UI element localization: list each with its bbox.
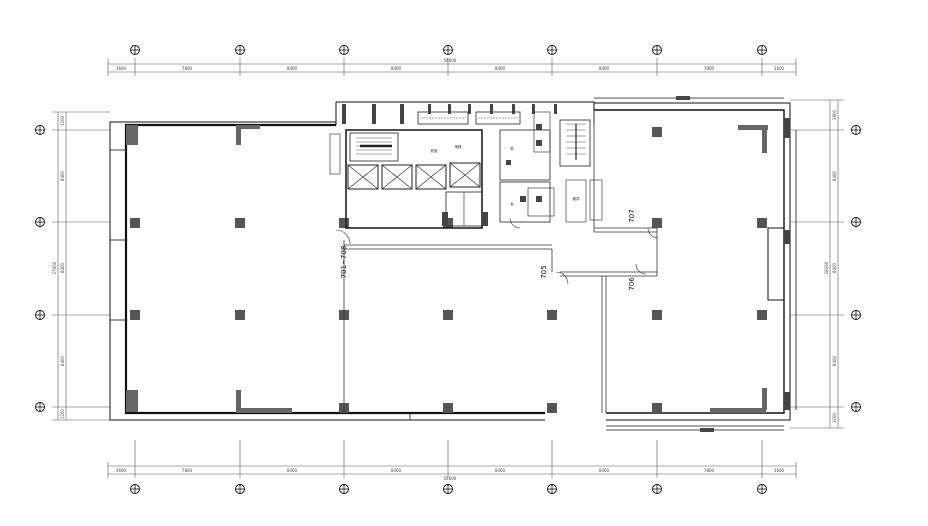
dim-label: 8400 [599,66,610,71]
dim-label: 8400 [391,66,402,71]
building-outline [109,97,797,431]
unit-label-706: 706 [628,277,636,291]
dim-label: 8400 [60,170,65,181]
dim-label: 3600 [774,66,785,71]
dim-label: 1200 [60,408,65,419]
room-label-a: 前室 [431,148,439,153]
dim-label: 7800 [704,468,715,473]
right-dimension-labels: 1800 8400 8400 8400 1200 [832,109,837,423]
room-labels: 701~708 705 706 707 前室 电梯 男 女 管井 [340,144,636,291]
dim-label: 8400 [832,355,837,366]
core-area [329,111,603,229]
core-wall-ticks [342,96,790,432]
bottom-dimension-chain [107,440,797,478]
unit-label-705: 705 [540,265,548,278]
top-dimension-labels: 3600 7800 8400 8400 8400 8400 7800 3600 [116,66,785,71]
room-label-e: 管井 [573,196,581,201]
dim-label: 7800 [182,66,193,71]
dim-label: 8400 [599,468,610,473]
bottom-dimension-labels: 3600 7800 8400 8400 8400 8400 7800 3600 [116,468,785,473]
dim-label: 8400 [60,262,65,273]
room-label-b: 电梯 [455,144,463,149]
room-label-d: 女 [510,201,514,206]
dim-label: 3600 [774,468,785,473]
corner-walls [126,125,768,413]
dim-label: 1800 [832,109,837,120]
unit-label-701-708: 701~708 [340,246,348,279]
room-label-c: 男 [510,146,514,151]
dim-label: 8400 [495,468,506,473]
dim-label: 7800 [704,66,715,71]
facade-ticks [110,149,411,420]
bottom-overall-dimension: 54600 [444,476,457,481]
left-dimension-labels: 1200 8400 8400 8400 1200 [60,115,65,419]
dim-label: 1200 [60,115,65,126]
structural-columns [130,127,767,413]
partition-walls [343,110,658,413]
top-overall-dimension: 54600 [444,58,457,63]
dim-label: 8400 [495,66,506,71]
dim-label: 8400 [287,468,298,473]
dim-label: 8400 [287,66,298,71]
left-grid-bubbles [35,125,45,412]
dim-label: 7800 [182,468,193,473]
top-dimension-chain [107,58,797,76]
dim-label: 8400 [832,262,837,273]
door-swings [335,217,659,285]
dim-label: 8400 [391,468,402,473]
dim-label: 8400 [60,355,65,366]
right-grid-bubbles [851,125,861,412]
left-dimension-chain [52,111,110,421]
dim-label: 1200 [832,412,837,423]
left-overall-dimension: 27000 [52,261,57,274]
unit-label-707: 707 [628,209,636,222]
right-overall-dimension: 28200 [824,261,829,274]
dim-label: 3600 [116,468,127,473]
dim-label: 8400 [832,170,837,181]
dim-label: 3600 [116,66,127,71]
right-dimension-chain [790,99,844,429]
